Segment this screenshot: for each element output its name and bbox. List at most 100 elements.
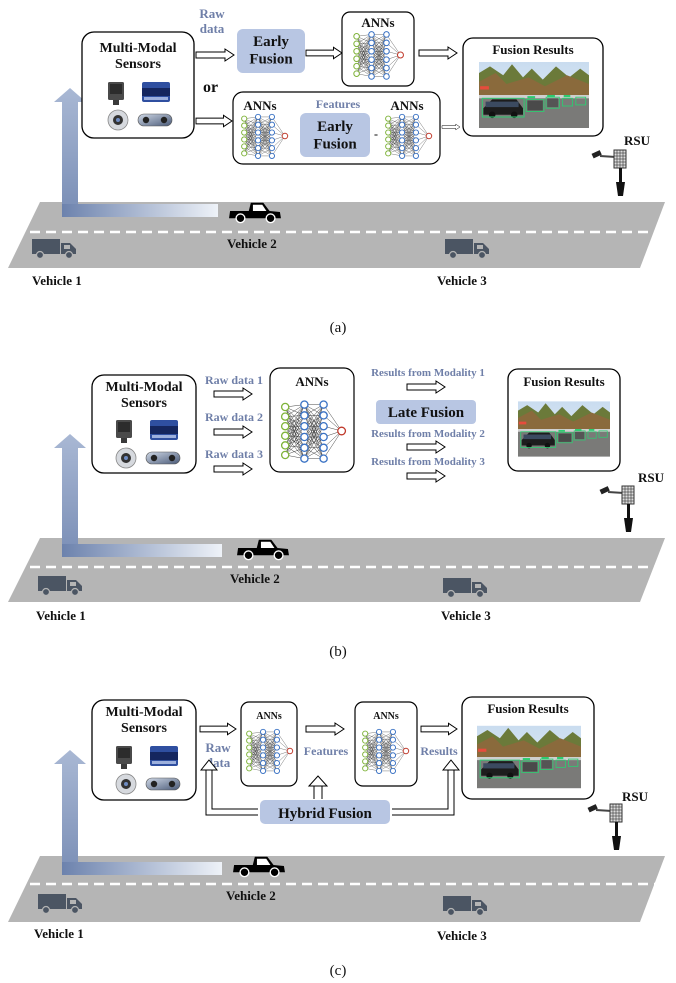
vehicle-1-label: Vehicle 1: [32, 273, 82, 288]
arrow: [195, 48, 235, 62]
rsu-label: RSU: [638, 470, 665, 485]
uplink-arrow: [54, 434, 86, 548]
anns-label: ANNs: [295, 374, 328, 389]
detection-result-image: [517, 400, 611, 458]
arrow: [420, 722, 458, 736]
caption-c: (c): [330, 963, 347, 979]
rsu-label: RSU: [622, 789, 649, 804]
hybrid-fusion-box: [260, 800, 390, 824]
arrow-head: [199, 759, 219, 771]
road: [8, 202, 665, 268]
detection-result-image: [478, 61, 590, 129]
anns-label-left: ANNs: [243, 98, 276, 113]
raw-data-3-label: Raw data 3: [205, 447, 263, 461]
arrow: [441, 123, 461, 131]
text-line: Fusion: [313, 136, 357, 152]
hybrid-feedback-lines: [205, 766, 455, 816]
arrow: [305, 46, 343, 60]
arrow: [405, 468, 447, 484]
uplink-arrow-base: [62, 544, 222, 557]
arrow: [195, 114, 233, 128]
text-line: Fusion: [249, 51, 293, 67]
rsu-icon: [586, 803, 623, 851]
results-modality-1-label: Results from Modality 1: [371, 367, 485, 379]
vehicle-2-label: Vehicle 2: [226, 888, 276, 903]
arrow-head: [307, 775, 329, 787]
arrow: [405, 379, 447, 395]
text-line: data: [200, 21, 225, 36]
sensors-box: [81, 31, 195, 139]
rsu-icon: [590, 149, 627, 197]
arrow-head: [441, 759, 461, 771]
vehicle-3-label: Vehicle 3: [441, 608, 491, 623]
text-line: Multi-Modal: [100, 41, 177, 56]
vehicle-3-label: Vehicle 3: [437, 928, 487, 943]
raw-data-1-label: Raw data 1: [205, 373, 263, 387]
early-fusion-box-mid: [300, 113, 370, 157]
fusion-results-label: Fusion Results: [492, 42, 573, 57]
panel-c: Vehicle 1 Vehicle 2 Vehicle 3 Multi-Moda…: [8, 696, 665, 979]
rsu-icon: [598, 485, 635, 533]
caption-b: (b): [329, 644, 347, 660]
text-line: Early: [317, 119, 353, 135]
anns-label-right: ANNs: [390, 98, 423, 113]
features-label: Features: [304, 744, 349, 758]
text-line: Sensors: [121, 721, 167, 736]
features-label: Features: [316, 97, 361, 111]
arrow: [213, 387, 253, 401]
caption-a: (a): [330, 320, 347, 336]
raw-data-2-label: Raw data 2: [205, 410, 263, 424]
vehicle-1-label: Vehicle 1: [36, 608, 86, 623]
vehicle-1-label: Vehicle 1: [34, 926, 84, 941]
early-fusion-box-top: [237, 29, 305, 73]
text-line: Early: [253, 34, 289, 50]
late-fusion-label: Late Fusion: [388, 405, 465, 421]
detection-result-image: [476, 725, 582, 789]
results-label: Results: [420, 744, 458, 758]
vehicle-2-label: Vehicle 2: [227, 236, 277, 251]
or-label: or: [203, 79, 218, 96]
text-line: Multi-Modal: [106, 380, 183, 395]
anns-box-1: [240, 701, 298, 787]
results-modality-2-label: Results from Modality 2: [371, 428, 485, 440]
vehicle-3-label: Vehicle 3: [437, 273, 487, 288]
text-line: Raw: [205, 740, 231, 755]
anns-label-1: ANNs: [256, 711, 282, 722]
text-line: Sensors: [121, 396, 167, 411]
arrow: [305, 722, 345, 736]
arrow: [418, 46, 458, 60]
arrow: [199, 722, 237, 736]
arrow: [213, 425, 253, 439]
uplink-arrow: [54, 750, 86, 866]
fusion-results-label: Fusion Results: [487, 701, 568, 716]
panel-b: Vehicle 1 Vehicle 2 Vehicle 3 Multi-Moda…: [8, 367, 665, 660]
rsu-label: RSU: [624, 133, 651, 148]
uplink-arrow-base: [62, 862, 222, 875]
sensors-box: [91, 374, 197, 474]
hybrid-fusion-label: Hybrid Fusion: [278, 806, 372, 822]
text-line: Multi-Modal: [106, 705, 183, 720]
text-line: Sensors: [115, 57, 161, 72]
late-fusion-box: [376, 400, 476, 424]
panel-a: Vehicle 1 Vehicle 2 Vehicle 3 Multi-Moda…: [8, 6, 665, 336]
dash: -: [374, 127, 378, 141]
results-modality-3-label: Results from Modality 3: [371, 456, 485, 468]
vehicle-2-label: Vehicle 2: [230, 571, 280, 586]
anns-label-top: ANNs: [361, 15, 394, 30]
text-line: Raw: [199, 6, 225, 21]
sensors-box: [91, 699, 197, 801]
uplink-arrow: [54, 88, 86, 205]
anns-label-2: ANNs: [373, 711, 399, 722]
arrow: [213, 462, 253, 476]
fusion-results-label: Fusion Results: [523, 374, 604, 389]
uplink-arrow-base: [62, 204, 218, 217]
arrow: [405, 439, 447, 455]
